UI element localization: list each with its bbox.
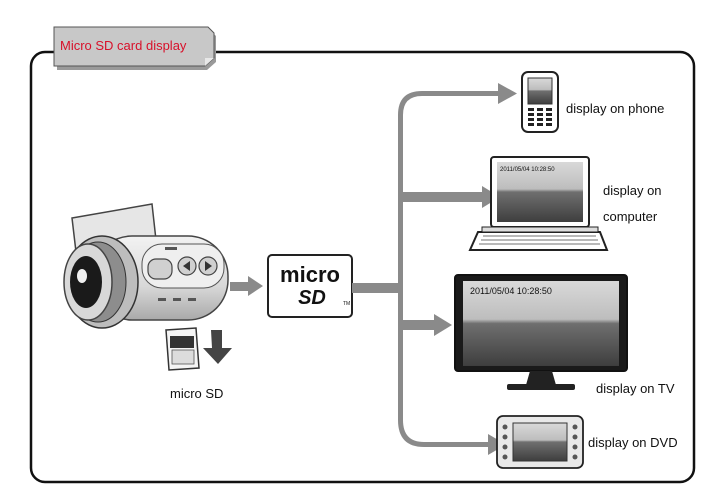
header-tab-title: Micro SD card display bbox=[60, 38, 187, 53]
micro-sd-label: micro SD bbox=[170, 386, 224, 401]
microsd-logo: micro SD TM bbox=[267, 254, 353, 318]
dvd-label: display on DVD bbox=[588, 435, 678, 450]
tv-screen-timestamp: 2011/05/04 10:28:50 bbox=[470, 286, 552, 296]
header-tab bbox=[53, 26, 216, 70]
phone-label: display on phone bbox=[566, 101, 665, 116]
arrow-camera-to-logo bbox=[230, 276, 263, 296]
computer-label-line1: display on bbox=[603, 183, 662, 198]
logo-micro-text: micro bbox=[280, 262, 340, 287]
laptop-icon bbox=[468, 156, 609, 251]
logo-tm-text: TM bbox=[343, 301, 350, 307]
dvd-unit-icon bbox=[496, 415, 584, 469]
laptop-screen-timestamp: 2011/05/04 10:28:50 bbox=[500, 167, 555, 173]
logo-sd-text: SD bbox=[298, 287, 326, 309]
insert-down-arrow bbox=[203, 330, 232, 364]
tv-label: display on TV bbox=[596, 381, 675, 396]
tv-icon bbox=[454, 274, 628, 390]
phone-icon bbox=[521, 71, 559, 133]
computer-label-line2: computer bbox=[603, 209, 658, 224]
dash-camera bbox=[63, 203, 229, 329]
micro-sd-card-icon bbox=[165, 327, 200, 371]
